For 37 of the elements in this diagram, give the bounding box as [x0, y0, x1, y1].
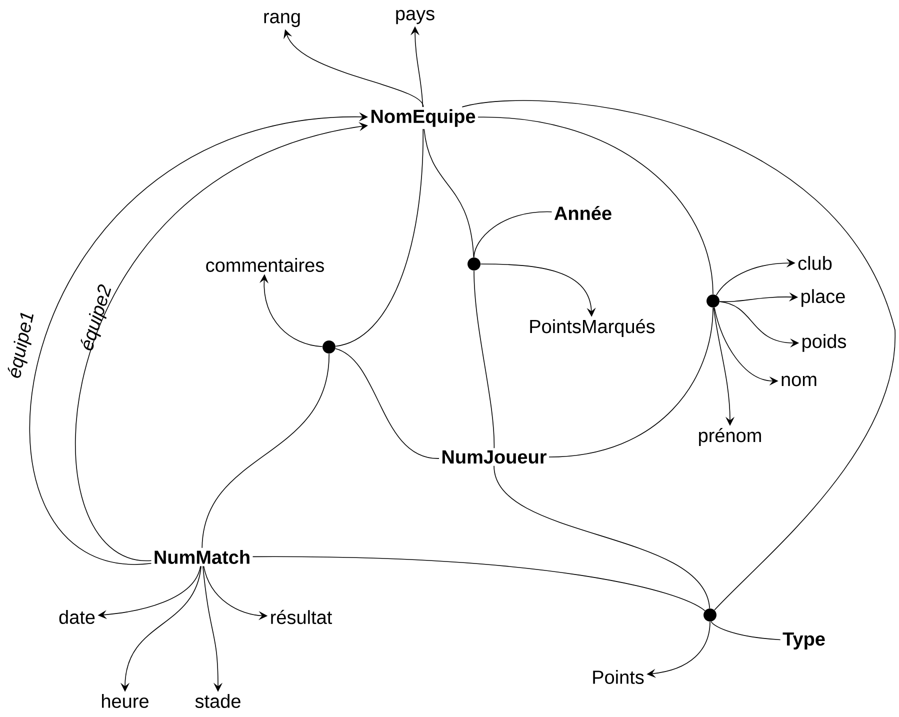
connector-line — [710, 621, 781, 640]
attribute-label: PointsMarqués — [530, 319, 655, 337]
key-attribute-label: Année — [554, 206, 612, 220]
key-attribute-label: NumJoueur — [442, 450, 546, 464]
connector-line — [494, 465, 710, 609]
attribute-label: place — [802, 289, 845, 307]
junction-dot — [322, 340, 336, 354]
key-attribute-label: NomEquipe — [372, 109, 476, 127]
connector-line — [478, 116, 714, 295]
attribute-label: rang — [264, 12, 300, 28]
edge-label: équipe2 — [80, 284, 112, 350]
attribute-label: résultat — [271, 610, 332, 624]
connector-line — [474, 270, 495, 449]
key-attribute-label: Type — [782, 632, 825, 650]
connector-line — [252, 556, 706, 612]
attribute-label: club — [798, 256, 832, 270]
connector-line — [548, 307, 714, 458]
junction-dot — [704, 608, 716, 622]
connector-line — [335, 128, 424, 347]
attribute-label: nom — [782, 376, 816, 386]
junction-dot — [468, 258, 480, 270]
connector-line — [462, 100, 896, 610]
attribute-label: Points — [593, 670, 644, 684]
connector-line — [202, 353, 330, 548]
junction-dot — [706, 294, 720, 308]
edge-label: équipe1 — [8, 312, 34, 378]
attribute-label: pays — [396, 10, 434, 24]
connector-line — [424, 128, 474, 258]
attribute-label: heure — [102, 694, 148, 708]
attribute-label: date — [59, 610, 95, 624]
attribute-label: commentaires — [206, 258, 324, 272]
attribute-label: poids — [802, 334, 846, 352]
key-attribute-label: NumMatch — [154, 550, 250, 564]
connector-line — [335, 348, 440, 459]
attribute-label: stade — [195, 694, 240, 708]
attribute-label: prénom — [699, 428, 761, 446]
connector-line — [474, 211, 552, 258]
